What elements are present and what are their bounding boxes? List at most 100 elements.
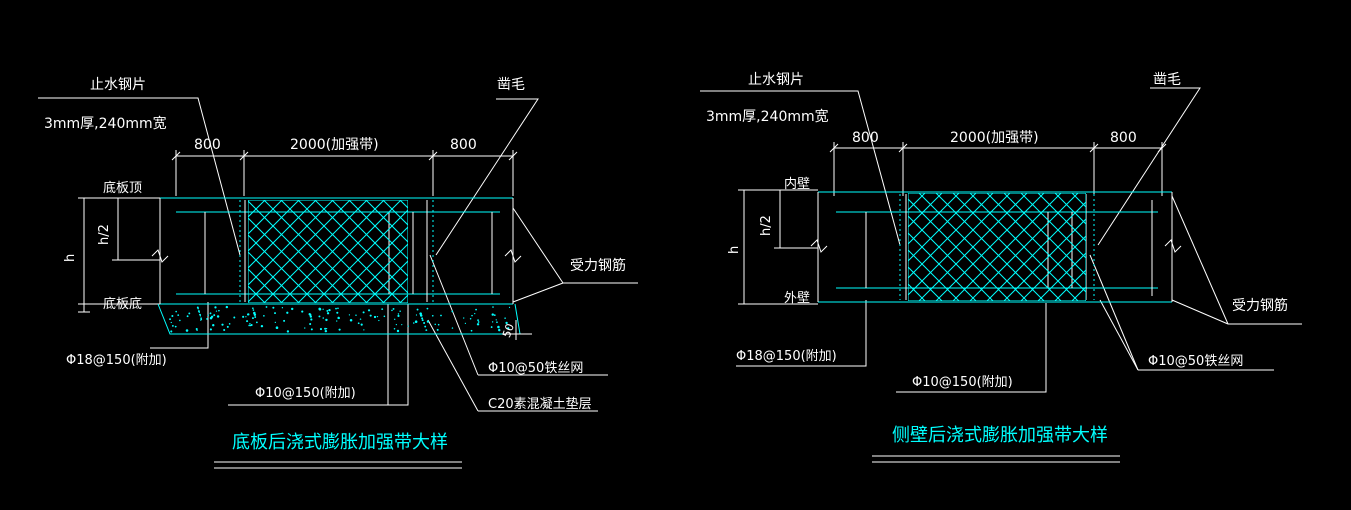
mesh-line [382, 200, 408, 226]
concrete-dot [477, 319, 479, 322]
mesh-line [1020, 235, 1086, 301]
left-bottom-face: 底板底 [103, 296, 142, 312]
concrete-dot [491, 313, 494, 316]
concrete-dot [309, 322, 312, 326]
left-detail: 止水钢片 3mm厚,240mm宽 凿毛 800 2000(加强带) 800 底板… [38, 77, 638, 469]
concrete-dot [426, 307, 429, 310]
concrete-dot [169, 318, 171, 321]
concrete-dot [425, 329, 428, 332]
mesh-line [908, 193, 994, 279]
mesh-line [908, 193, 960, 245]
concrete-dot [272, 306, 275, 309]
mesh-line [908, 249, 960, 301]
concrete-dot [274, 321, 276, 324]
left-bar18: Φ18@150(附加) [66, 353, 167, 368]
mesh-line [908, 193, 943, 228]
concrete-dot [451, 310, 454, 313]
concrete-dot [495, 319, 497, 321]
concrete-dot [421, 319, 424, 322]
mesh-line [1123, 193, 1231, 301]
left-dim-left: 800 [194, 137, 221, 153]
right-height-dims [738, 189, 818, 305]
concrete-dot [416, 308, 419, 311]
concrete-dot [324, 329, 328, 333]
concrete-dot [197, 307, 199, 310]
concrete-dot [228, 323, 231, 325]
mesh-line [986, 201, 1086, 301]
concrete-dot [245, 316, 247, 318]
concrete-dot [393, 327, 396, 330]
mesh-line [1174, 193, 1282, 301]
mesh-line [417, 200, 520, 303]
mesh-line [1089, 193, 1197, 301]
right-dimension-line [829, 142, 1167, 196]
concrete-dot [469, 318, 472, 320]
concrete-dot [212, 324, 215, 327]
mesh-line [1054, 269, 1086, 301]
concrete-dot [286, 330, 290, 333]
concrete-dot [394, 318, 396, 320]
concrete-dot [206, 318, 208, 320]
right-wall [810, 191, 1182, 303]
concrete-dot [373, 315, 377, 319]
mesh-line [451, 200, 554, 303]
mesh-line [1071, 286, 1086, 301]
left-height-dims [78, 197, 160, 313]
concrete-dot [426, 320, 430, 323]
concrete-dot [249, 323, 251, 325]
concrete-dot [359, 318, 362, 320]
concrete-dot [318, 315, 321, 318]
mesh-line [908, 193, 909, 194]
concrete-dot [414, 320, 418, 323]
concrete-dot [490, 326, 493, 328]
concrete-dot [275, 326, 279, 330]
mesh-line [468, 200, 571, 303]
mesh-line [935, 193, 1045, 301]
concrete-dot [496, 321, 498, 324]
concrete-dot [474, 312, 476, 315]
concrete-dot [431, 314, 434, 317]
concrete-dot [319, 327, 323, 331]
concrete-dot [281, 307, 284, 309]
mesh-line [1191, 193, 1299, 301]
mesh-line [1054, 193, 1086, 225]
concrete-dot [464, 322, 466, 324]
concrete-dot [253, 313, 257, 317]
mesh-line [1089, 193, 1197, 301]
mesh-line [382, 277, 408, 303]
concrete-dot [326, 312, 330, 315]
concrete-dot [463, 317, 465, 319]
right-dim-right: 800 [1110, 130, 1137, 146]
right-mesh-hatch [908, 193, 1299, 301]
concrete-dot [396, 329, 400, 333]
concrete-dot [451, 327, 454, 329]
concrete-dot [471, 314, 473, 317]
concrete-dot [475, 308, 477, 311]
concrete-dot [246, 313, 249, 316]
concrete-dot [419, 314, 423, 317]
concrete-dot [336, 320, 338, 322]
concrete-dot [177, 314, 180, 316]
mesh-line [1106, 193, 1214, 301]
concrete-dot [309, 313, 312, 316]
left-dimension-line [171, 150, 518, 196]
concrete-dot [423, 322, 426, 324]
mesh-line [1071, 193, 1086, 208]
concrete-dot [507, 327, 510, 330]
concrete-dot [223, 328, 226, 332]
mesh-line [348, 243, 408, 303]
concrete-dot [337, 317, 340, 320]
concrete-dot [395, 324, 397, 326]
concrete-dot [174, 325, 177, 328]
left-h: h [63, 254, 78, 262]
concrete-dot [362, 311, 365, 314]
right-main-bar: 受力钢筋 [1232, 297, 1288, 314]
concrete-dot [440, 314, 442, 317]
mesh-line [908, 266, 943, 301]
mesh-line [485, 200, 588, 303]
concrete-dot [216, 315, 220, 318]
right-mesh: Φ10@50铁丝网 [1148, 354, 1243, 369]
concrete-dot [170, 330, 173, 333]
concrete-dot [383, 315, 386, 318]
